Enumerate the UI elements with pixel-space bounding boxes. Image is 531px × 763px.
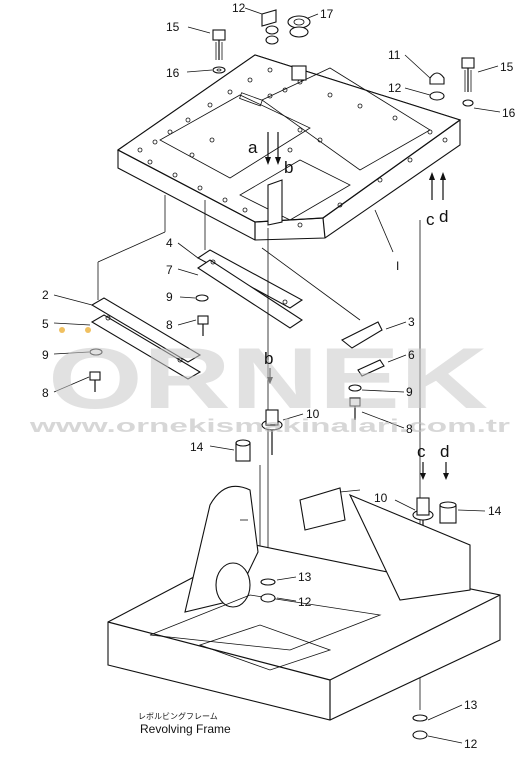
washer-13-b [412, 714, 428, 722]
bolt-15-left [212, 29, 226, 60]
callout-6: 6 [408, 348, 415, 362]
callout-12-right: 12 [388, 81, 402, 95]
top-plate [116, 54, 462, 241]
callout-1: I [396, 259, 399, 273]
callout-c: c [426, 210, 435, 229]
callout-13-b: 13 [464, 698, 478, 712]
callout-labels: 15 12 17 16 11 12 15 16 a b c d I 4 7 9 … [42, 1, 516, 751]
watermark-url: www.ornekismakinalari.com.tr [28, 416, 510, 436]
callout-15-left: 15 [166, 20, 180, 34]
callout-16-right: 16 [502, 106, 516, 120]
nut-12-top [261, 9, 279, 45]
spacer-14-a [235, 439, 251, 462]
callout-d-lower: d [440, 442, 449, 461]
caption-english: Revolving Frame [140, 722, 231, 736]
callout-16-left: 16 [166, 66, 180, 80]
callout-10-b: 10 [374, 491, 388, 505]
arrow-b-lower [267, 368, 273, 384]
callout-5: 5 [42, 317, 49, 331]
callout-12-a: 12 [298, 595, 312, 609]
callout-15-right: 15 [500, 60, 514, 74]
revolving-frame [107, 485, 501, 721]
arrow-c-d [429, 172, 446, 200]
callout-8-a: 8 [166, 318, 173, 332]
mount-10-b [412, 497, 434, 540]
callout-17: 17 [320, 7, 334, 21]
washer-16-left [212, 66, 226, 74]
frame-caption: レボルビングフレーム Revolving Frame [138, 711, 231, 736]
highlight-marks [59, 327, 91, 333]
callout-7: 7 [166, 263, 173, 277]
callout-3: 3 [408, 315, 415, 329]
cap-11 [429, 72, 445, 101]
bracket-3 [340, 321, 383, 349]
callout-4: 4 [166, 236, 173, 250]
callout-14-b: 14 [488, 504, 502, 518]
callout-9-c: 9 [406, 385, 413, 399]
bolt-8-b [89, 371, 101, 392]
callout-10-a: 10 [306, 407, 320, 421]
callout-12-b: 12 [464, 737, 478, 751]
callout-8-b: 8 [42, 386, 49, 400]
callout-leaders [53, 7, 501, 744]
arrow-c-lower [420, 462, 426, 480]
bracket-6 [357, 359, 385, 377]
callout-b: b [284, 158, 293, 177]
callout-14-a: 14 [190, 440, 204, 454]
callout-13-a: 13 [298, 570, 312, 584]
washer-9-c [348, 384, 362, 392]
washer-13-a [260, 578, 276, 586]
callout-2: 2 [42, 288, 49, 302]
callout-d: d [439, 207, 448, 226]
bolt-15-right [461, 57, 475, 107]
callout-b-lower: b [264, 349, 273, 368]
bar-4-7 [196, 249, 304, 329]
callout-c-lower: c [417, 442, 426, 461]
bolt-8-a [197, 315, 209, 336]
spacer-14-b [439, 501, 457, 524]
nut-12-a [260, 593, 276, 603]
washer-9-a [195, 294, 209, 302]
bolt-8-c [349, 397, 361, 420]
caption-japanese: レボルビングフレーム [138, 711, 218, 721]
watermark: ORNEK www.ornekismakinalari.com.tr [28, 331, 510, 436]
callout-9-a: 9 [166, 290, 173, 304]
cap-17 [287, 15, 311, 81]
nut-12-b [412, 730, 428, 740]
callout-11: 11 [388, 48, 401, 62]
bar-2-5 [90, 297, 202, 380]
callout-12-top: 12 [232, 1, 246, 15]
callout-9-b: 9 [42, 348, 49, 362]
arrow-a-b [265, 132, 281, 165]
callout-a: a [248, 138, 258, 157]
callout-8-c: 8 [406, 422, 413, 436]
washer-9-b [89, 348, 103, 356]
watermark-logo: ORNEK [48, 331, 488, 427]
arrow-d-lower [443, 462, 449, 480]
mount-10-a [261, 409, 283, 455]
